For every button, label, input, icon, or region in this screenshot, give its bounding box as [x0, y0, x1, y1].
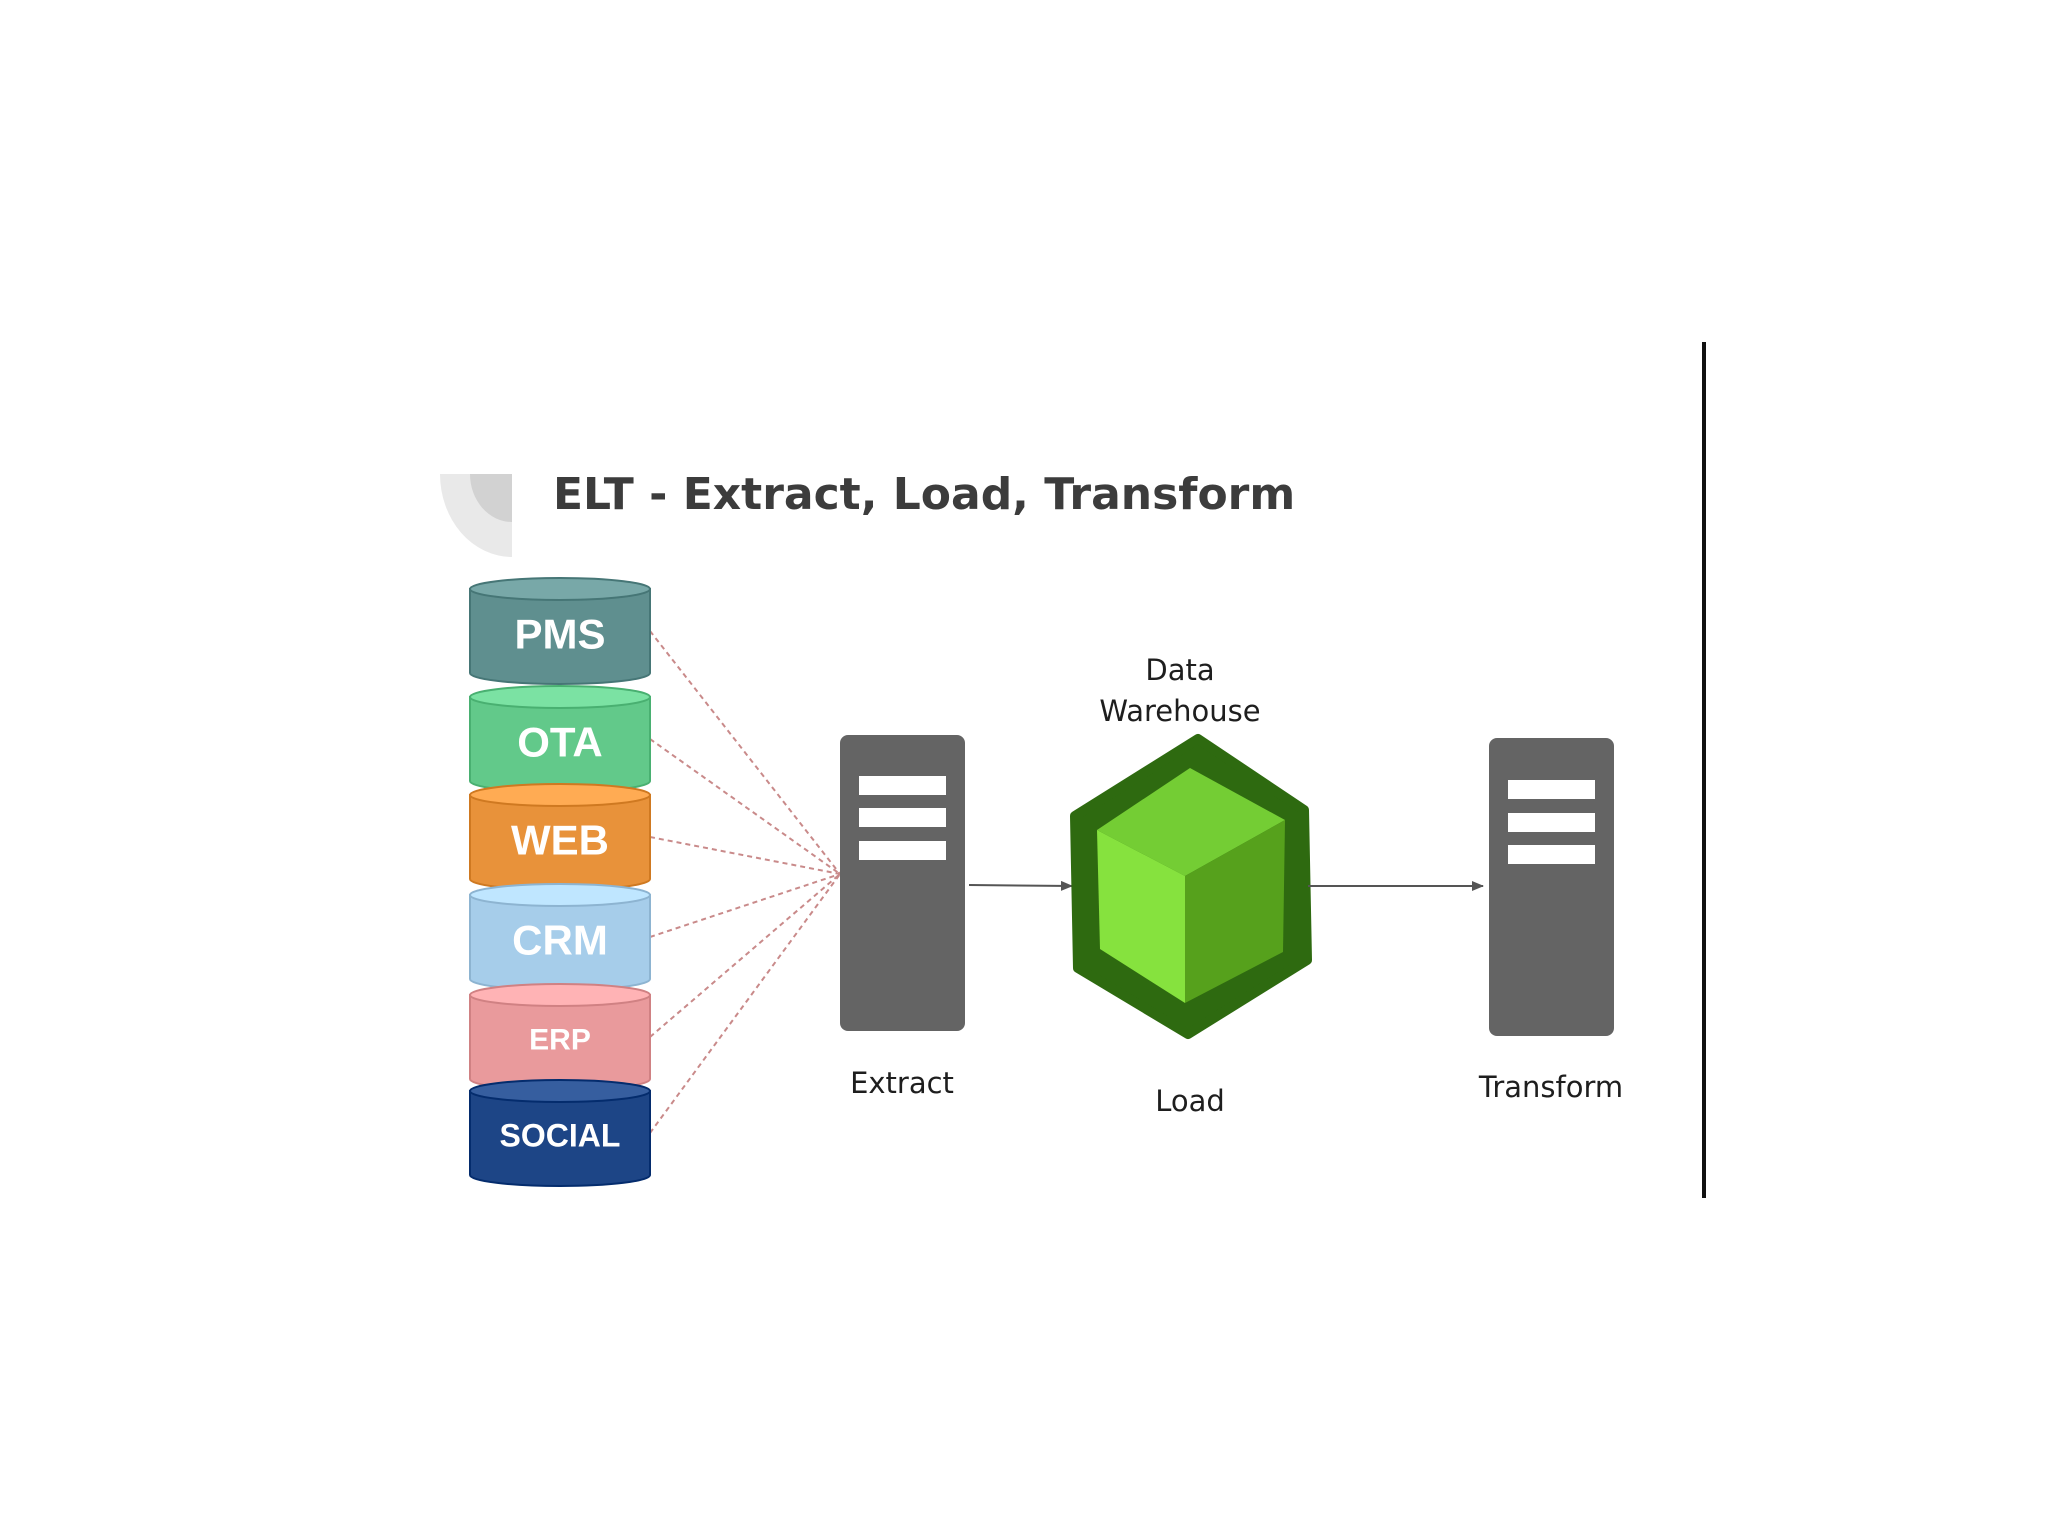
database-top [469, 577, 651, 601]
database-erp-icon: ERP [469, 983, 651, 1091]
transform-label: Transform [1478, 1070, 1623, 1104]
database-top [469, 685, 651, 709]
extract-server-slot [859, 808, 946, 827]
connector-web [649, 836, 841, 875]
database-social-label: SOCIAL [500, 1117, 621, 1153]
transform-server-slot [1508, 780, 1595, 799]
database-top [469, 783, 651, 807]
diagram-title: ELT - Extract, Load, Transform [553, 469, 1295, 520]
warehouse-heading-line2: Warehouse [1099, 694, 1260, 728]
database-crm-label: CRM [512, 917, 608, 964]
source-connectors [649, 630, 841, 1134]
extract-server-slot [859, 841, 946, 860]
database-erp-label: ERP [529, 1024, 591, 1057]
database-ota-icon: OTA [469, 685, 651, 793]
transform-server-body [1489, 738, 1614, 1036]
connector-ota [649, 738, 841, 875]
corner-decoration [440, 474, 512, 557]
database-pms-label: PMS [514, 611, 605, 658]
data-warehouse-cube-icon [1070, 734, 1312, 1039]
load-label: Load [1155, 1084, 1225, 1118]
database-body [469, 1090, 651, 1187]
arrow-extract-to-load [968, 880, 1073, 891]
database-crm-icon: CRM [469, 883, 651, 991]
database-ota-label: OTA [517, 719, 603, 766]
extract-server [840, 735, 965, 1031]
database-web-icon: WEB [469, 783, 651, 891]
database-pms-icon: PMS [469, 577, 651, 685]
database-social-icon: SOCIAL [469, 1079, 651, 1187]
database-body [469, 588, 651, 685]
transform-server-slot [1508, 813, 1595, 832]
transform-server-slot [1508, 845, 1595, 864]
transform-server [1489, 738, 1614, 1036]
warehouse-heading-line1: Data [1145, 653, 1214, 687]
database-top [469, 983, 651, 1007]
connector-pms [649, 630, 841, 875]
connector-crm [649, 873, 841, 938]
data-sources: PMS OTA WEB CRM ERP SOCIAL [469, 577, 651, 1187]
connector-erp [649, 873, 841, 1038]
connector-social [649, 873, 841, 1134]
extract-label: Extract [850, 1066, 954, 1100]
extract-server-slot [859, 776, 946, 795]
database-web-label: WEB [511, 817, 609, 864]
database-top [469, 1079, 651, 1103]
database-top [469, 883, 651, 907]
